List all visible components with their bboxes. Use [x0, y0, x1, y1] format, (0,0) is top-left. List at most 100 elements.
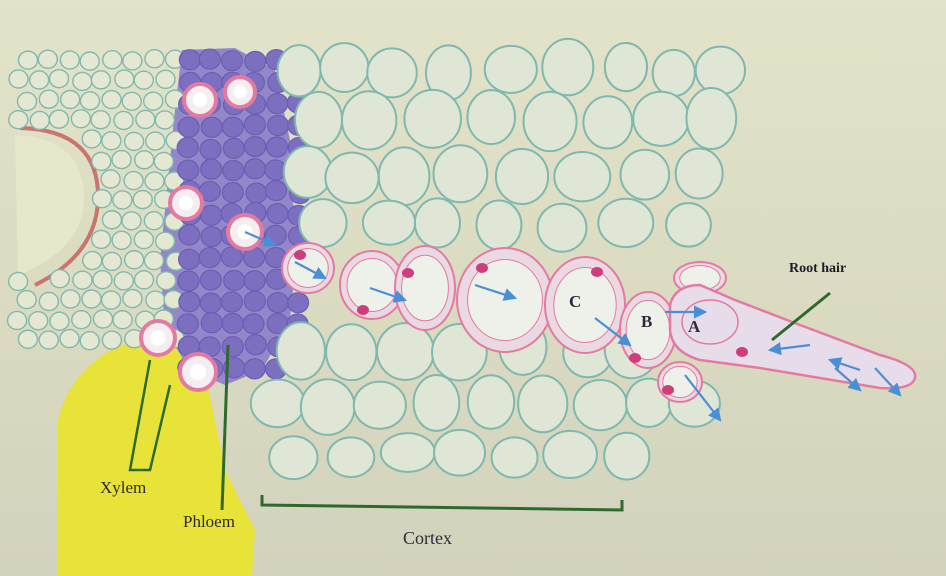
cortex-cell — [485, 46, 537, 93]
stele-cell — [122, 212, 141, 230]
stele-cell — [93, 310, 112, 328]
cortex-cell — [543, 431, 597, 478]
stele-cell — [92, 190, 111, 208]
stele-cell — [123, 52, 142, 70]
phloem-cell — [201, 159, 222, 179]
cortex-cell — [476, 200, 521, 249]
phloem-cell — [243, 314, 264, 334]
stele-cell — [101, 170, 120, 188]
nucleus — [402, 268, 414, 278]
stele-cell — [61, 290, 80, 308]
stele-cell — [73, 72, 92, 90]
cortex-cell — [492, 437, 538, 477]
stele-cell — [92, 230, 111, 248]
phloem-cell — [179, 50, 200, 70]
stele-cell — [102, 291, 121, 309]
stele-cell — [134, 71, 153, 89]
phloem-cell — [199, 248, 220, 268]
cortex-cell — [434, 430, 485, 476]
cortex-cell — [295, 92, 342, 148]
nucleus — [736, 347, 748, 357]
stele-cell — [83, 252, 102, 270]
stele-cell — [30, 71, 49, 89]
cortex-bracket — [262, 495, 622, 510]
cortex-cell — [666, 203, 711, 246]
cortex-cell — [320, 43, 368, 92]
stele-cell — [49, 110, 68, 128]
stele-cell — [29, 312, 48, 330]
stele-cell — [30, 111, 49, 129]
stele-cell — [156, 70, 175, 88]
phloem-cell — [222, 313, 243, 333]
phloem-cell — [223, 160, 244, 180]
stele-cell — [125, 251, 144, 269]
stele-cell — [125, 132, 144, 150]
cortex-cell — [326, 324, 376, 380]
stele-cell — [82, 130, 101, 148]
stele-cell — [38, 50, 57, 68]
phloem-cell — [245, 51, 266, 71]
stele-cell — [144, 252, 163, 270]
cortex-cell — [379, 147, 430, 205]
stele-cell — [9, 111, 28, 129]
cortex-cell — [598, 199, 653, 247]
phloem-cell — [267, 204, 288, 224]
nucleus — [629, 353, 641, 363]
path-cell-vacuole — [554, 268, 616, 343]
phloem-cell — [178, 117, 199, 137]
stele-cell — [93, 271, 112, 289]
stele-cell — [154, 152, 173, 170]
phloem-cell — [244, 271, 265, 291]
phloem-cell — [244, 359, 265, 379]
xylem-label: Xylem — [100, 478, 146, 498]
phloem-cell — [201, 205, 222, 225]
phloem-cell — [288, 293, 309, 313]
phloem-cell — [199, 49, 220, 69]
stele-cell — [82, 290, 101, 308]
stele-cell — [50, 70, 69, 88]
cortex-cell — [354, 382, 406, 429]
stele-cell — [17, 291, 36, 309]
cortex-cell — [269, 436, 317, 479]
stele-cell — [80, 52, 99, 70]
stele-cell — [157, 272, 176, 290]
cortex-cell — [468, 375, 514, 428]
stele-cell — [50, 312, 69, 330]
phloem-cell — [179, 249, 200, 269]
phloem-cell — [201, 313, 222, 333]
nucleus — [357, 305, 369, 315]
cortex-cell — [278, 45, 321, 96]
xylem-vessel-lumen — [190, 364, 206, 380]
phloem-cell — [222, 183, 243, 203]
phloem-cell — [178, 160, 199, 180]
stele-cell — [91, 71, 110, 89]
cortex-cell — [342, 91, 396, 149]
stele-cell — [144, 92, 163, 110]
stele-cell — [114, 111, 133, 129]
stele-cell — [39, 292, 58, 310]
phloem-cell — [267, 94, 288, 114]
stele-cell — [115, 70, 134, 88]
phloem-cell — [223, 138, 244, 158]
phloem-cell — [245, 137, 266, 157]
phloem-cell — [221, 51, 242, 71]
phloem-cell — [265, 160, 286, 180]
stele-cell — [102, 252, 121, 270]
phloem-cell — [201, 117, 222, 137]
phloem-cell — [267, 293, 288, 313]
stele-cell — [8, 311, 27, 329]
stele-cell — [133, 191, 152, 209]
stele-cell — [39, 90, 58, 108]
stele-cell — [102, 211, 121, 229]
nucleus — [294, 250, 306, 260]
stele-cell — [113, 311, 132, 329]
pith-left — [15, 135, 84, 275]
phloem-cell — [179, 225, 200, 245]
xylem-vessel-lumen — [233, 85, 247, 99]
stele-cell — [136, 110, 155, 128]
cortex-cell — [583, 96, 632, 148]
phloem-cell — [268, 116, 289, 136]
stele-cell — [124, 172, 143, 190]
stele-cell — [156, 232, 175, 250]
phloem-cell — [244, 159, 265, 179]
